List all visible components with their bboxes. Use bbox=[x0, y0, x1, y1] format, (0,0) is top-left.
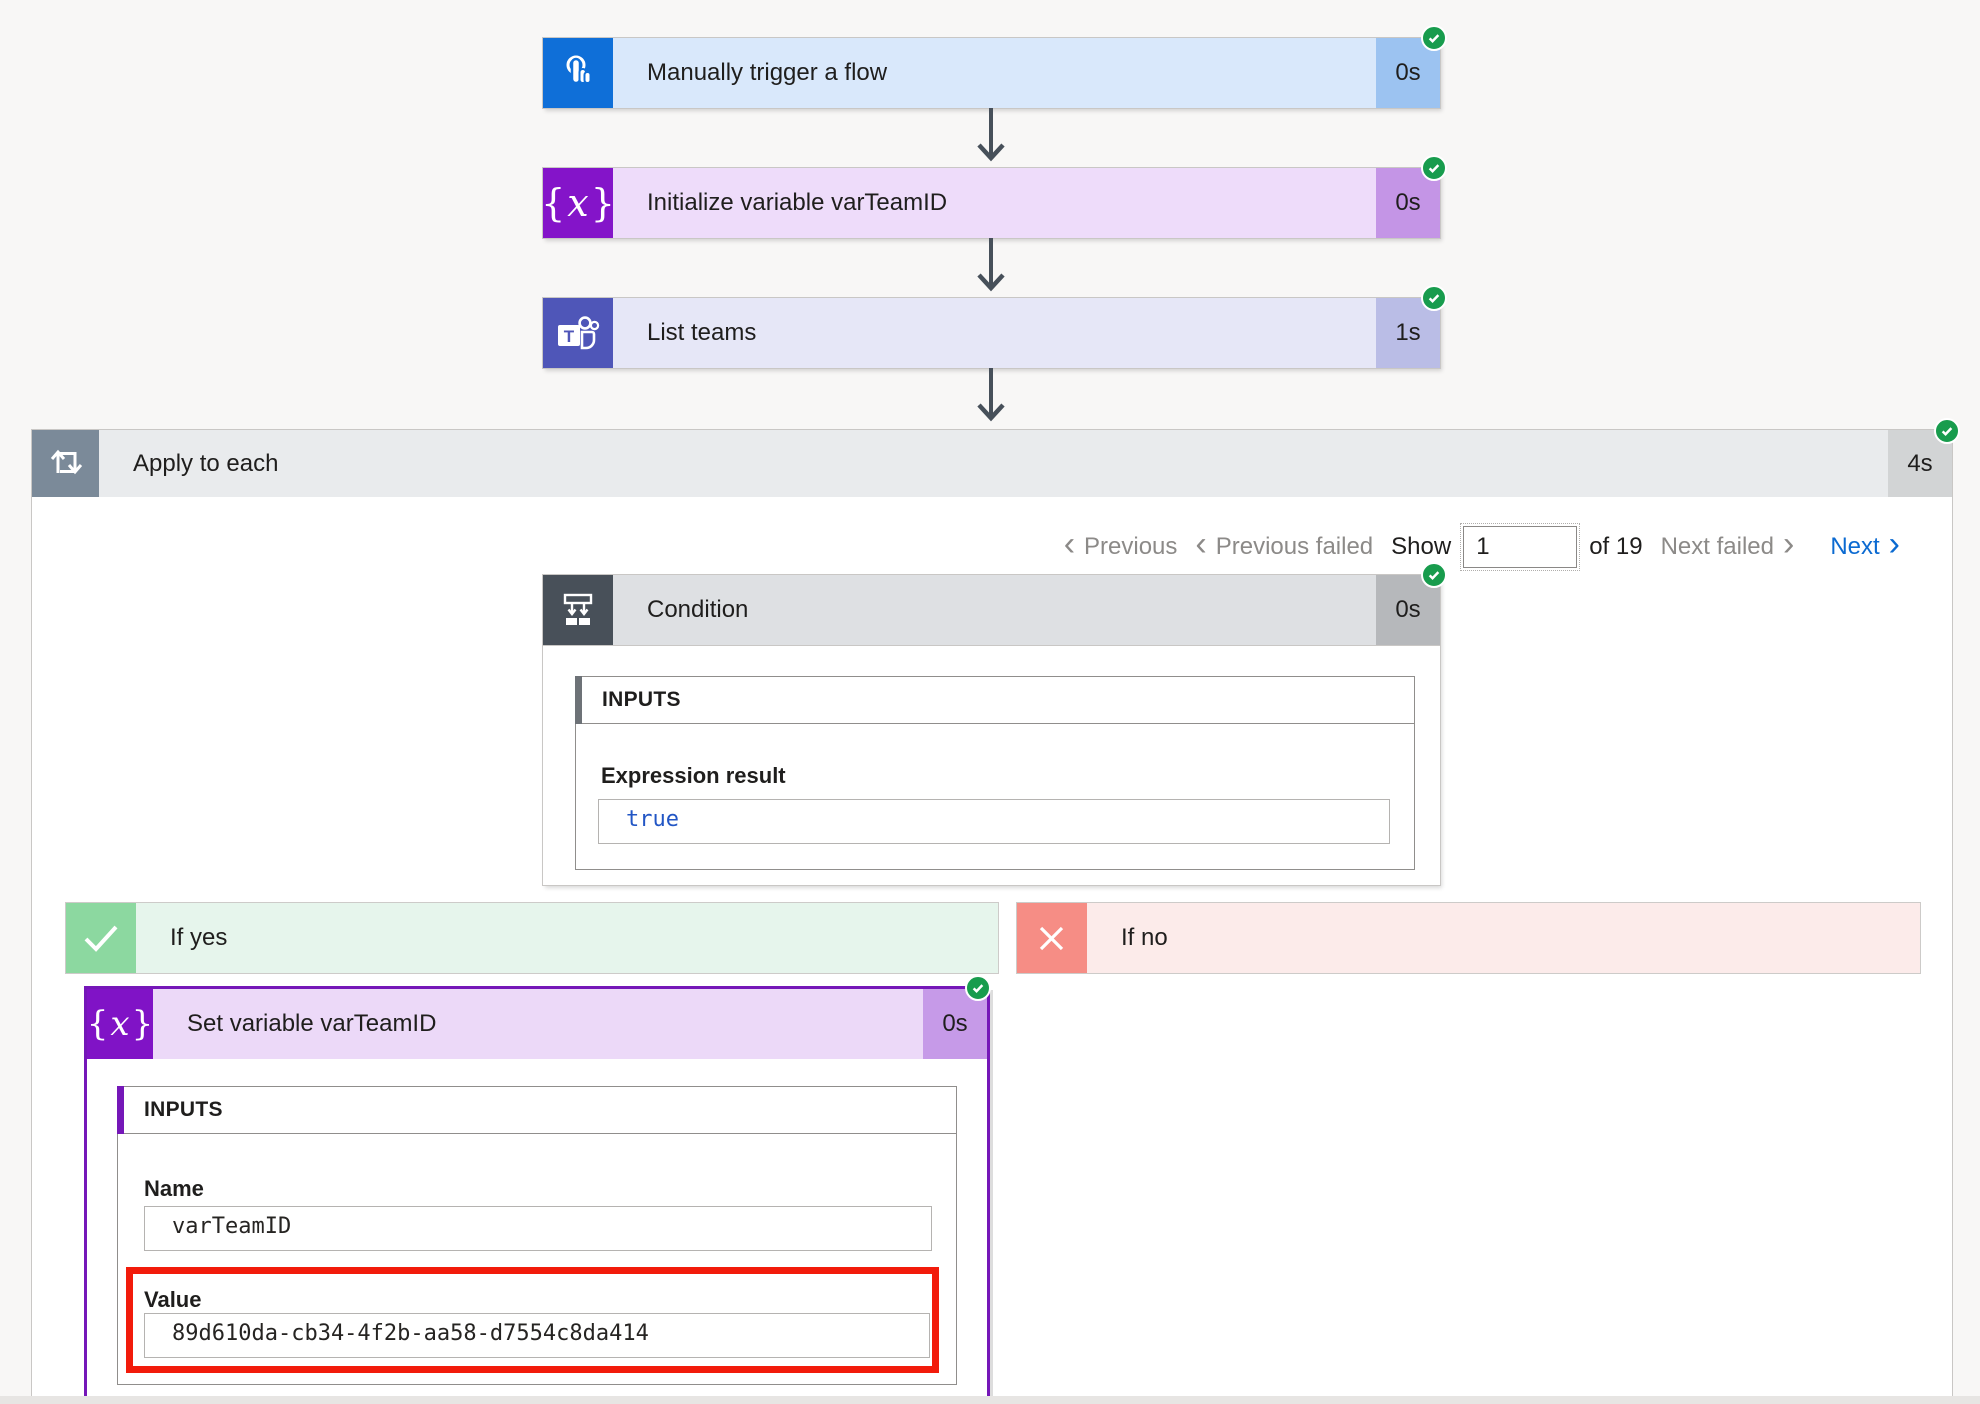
card-title: Set variable varTeamID bbox=[153, 989, 923, 1059]
action-card-list-teams[interactable]: T List teams 1s bbox=[543, 285, 1447, 368]
if-yes-branch-header[interactable]: If yes bbox=[66, 903, 998, 973]
horizontal-scrollbar[interactable] bbox=[0, 1396, 1980, 1404]
value-label: Value bbox=[144, 1287, 202, 1312]
highlight-annotation bbox=[126, 1267, 939, 1373]
condition-icon bbox=[543, 575, 613, 645]
name-label: Name bbox=[144, 1176, 204, 1201]
flow-connector-arrow bbox=[977, 108, 1005, 162]
panel-accent-bar bbox=[575, 676, 582, 724]
success-check-icon bbox=[1421, 155, 1447, 181]
previous-failed-button[interactable]: ‹ Previous failed bbox=[1195, 525, 1374, 563]
success-check-icon bbox=[1421, 285, 1447, 311]
next-failed-button[interactable]: Next failed › bbox=[1660, 525, 1795, 563]
expression-result-value: true bbox=[598, 799, 1390, 844]
inputs-heading: INPUTS bbox=[117, 1086, 956, 1134]
apply-to-each-header[interactable]: Apply to each 4s bbox=[32, 418, 1960, 497]
svg-text:T: T bbox=[564, 327, 575, 346]
show-label: Show bbox=[1391, 533, 1452, 560]
flow-connector-arrow bbox=[977, 238, 1005, 292]
expression-result-label: Expression result bbox=[601, 763, 786, 788]
card-title: List teams bbox=[613, 298, 1376, 368]
branch-title: If yes bbox=[136, 903, 998, 973]
chevron-right-icon: › bbox=[1888, 525, 1900, 563]
card-title: Manually trigger a flow bbox=[613, 38, 1376, 108]
flow-connector-arrow bbox=[977, 368, 1005, 422]
success-check-icon bbox=[1421, 562, 1447, 588]
cross-icon bbox=[1017, 903, 1087, 973]
branch-title: If no bbox=[1087, 903, 1920, 973]
set-variable-header[interactable]: {x} Set variable varTeamID 0s bbox=[87, 975, 991, 1059]
card-title: Apply to each bbox=[99, 430, 1888, 497]
variable-icon: {x} bbox=[87, 989, 153, 1059]
action-card-manual-trigger[interactable]: Manually trigger a flow 0s bbox=[543, 25, 1447, 108]
value-value: 89d610da-cb34-4f2b-aa58-d7554c8da414 bbox=[144, 1313, 930, 1358]
action-card-initialize-variable[interactable]: {x} Initialize variable varTeamID 0s bbox=[541, 155, 1447, 238]
duration-badge: 0s bbox=[1376, 38, 1440, 108]
loop-icon bbox=[32, 430, 99, 497]
inputs-heading: INPUTS bbox=[575, 676, 1414, 724]
condition-inputs-panel: INPUTS Expression result true bbox=[575, 676, 1415, 870]
card-title: Condition bbox=[613, 575, 1376, 645]
apply-to-each-container: Apply to each 4s ‹ Previous ‹ Previous f… bbox=[32, 418, 1960, 1404]
check-icon bbox=[66, 903, 136, 973]
success-check-icon bbox=[1934, 418, 1960, 444]
page-count-label: of 19 bbox=[1589, 533, 1643, 560]
chevron-left-icon: ‹ bbox=[1063, 525, 1076, 563]
condition-card: Condition 0s INPUTS Expression result tr… bbox=[543, 562, 1447, 885]
success-check-icon bbox=[965, 975, 991, 1001]
variable-icon: {x} bbox=[541, 168, 615, 238]
if-no-branch-header[interactable]: If no bbox=[1017, 903, 1920, 973]
touch-trigger-icon bbox=[543, 38, 613, 108]
next-button[interactable]: Next › bbox=[1830, 525, 1900, 563]
duration-badge: 0s bbox=[1376, 575, 1440, 645]
previous-button[interactable]: ‹ Previous bbox=[1063, 525, 1178, 563]
page-number-input[interactable] bbox=[1460, 523, 1581, 571]
iteration-pagination: ‹ Previous ‹ Previous failed Show of 19 … bbox=[1063, 523, 1900, 571]
panel-accent-bar bbox=[117, 1086, 124, 1134]
condition-header[interactable]: Condition 0s bbox=[543, 562, 1447, 646]
card-title: Initialize variable varTeamID bbox=[613, 168, 1376, 238]
name-value: varTeamID bbox=[144, 1206, 932, 1251]
teams-icon: T bbox=[543, 298, 613, 368]
set-variable-inputs-panel: INPUTS Name varTeamID Value 89d610da-cb3… bbox=[117, 1086, 957, 1385]
chevron-right-icon: › bbox=[1782, 525, 1795, 563]
chevron-left-icon: ‹ bbox=[1195, 525, 1207, 563]
set-variable-card: {x} Set variable varTeamID 0s INPUTS Nam… bbox=[84, 975, 991, 1404]
success-check-icon bbox=[1421, 25, 1447, 51]
